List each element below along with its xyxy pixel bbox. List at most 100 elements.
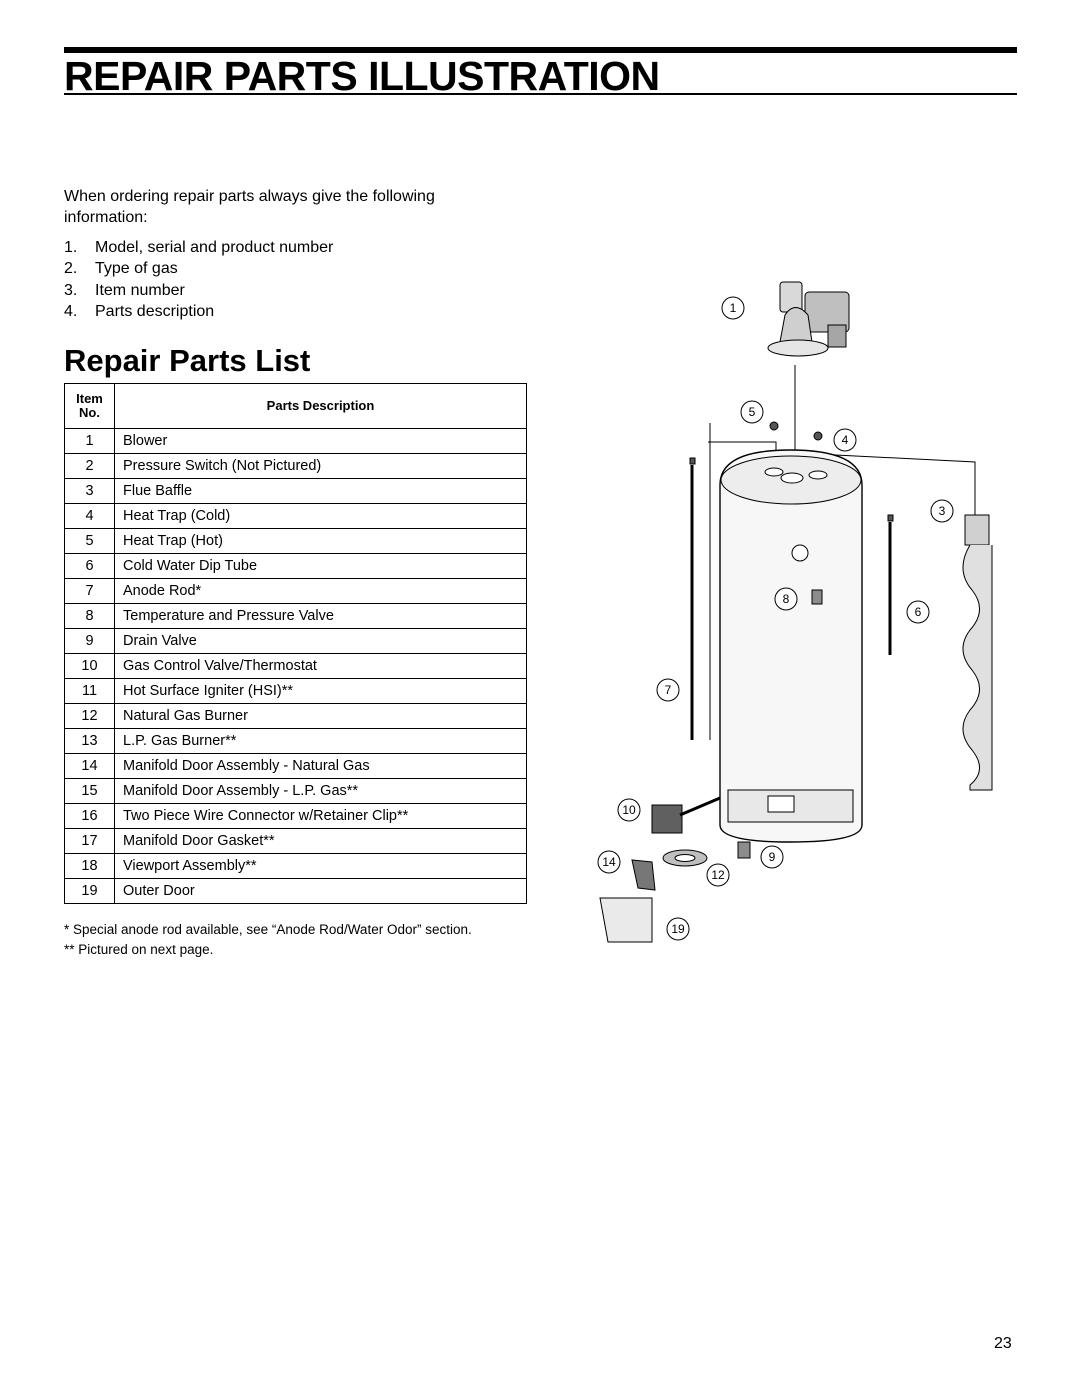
item-no-cell: 1	[64, 428, 115, 454]
callout-19: 19	[666, 917, 690, 941]
heat-trap-hot	[769, 421, 779, 431]
description-cell: Heat Trap (Cold)	[114, 503, 527, 529]
description-cell: Outer Door	[114, 878, 527, 904]
ordering-info-item: 4.Parts description	[64, 302, 215, 320]
description-cell: Blower	[114, 428, 527, 454]
callout-5: 5	[740, 400, 764, 424]
item-no-cell: 19	[64, 878, 115, 904]
callout-3: 3	[930, 499, 954, 523]
tp-valve	[811, 589, 823, 605]
callout-14: 14	[597, 850, 621, 874]
description-cell: Drain Valve	[114, 628, 527, 654]
callout-9: 9	[760, 845, 784, 869]
callout-6: 6	[906, 600, 930, 624]
svg-text:5: 5	[749, 405, 756, 419]
item-no-cell: 7	[64, 578, 115, 604]
item-no-cell: 18	[64, 853, 115, 879]
item-no-cell: 2	[64, 453, 115, 479]
ordering-info-item: 2.Type of gas	[64, 260, 178, 278]
svg-text:4: 4	[842, 433, 849, 447]
item-no-cell: 8	[64, 603, 115, 629]
page-title: REPAIR PARTS ILLUSTRATION	[64, 53, 660, 99]
parts-description-header: Parts Description	[114, 383, 527, 429]
section-title: Repair Parts List	[64, 343, 311, 378]
drain-valve	[737, 841, 751, 859]
description-cell: Viewport Assembly**	[114, 853, 527, 879]
description-cell: Two Piece Wire Connector w/Retainer Clip…	[114, 803, 527, 829]
item-no-cell: 5	[64, 528, 115, 554]
item-no-cell: 13	[64, 728, 115, 754]
callout-4: 4	[833, 428, 857, 452]
callout-10: 10	[617, 798, 641, 822]
footnote-next-page: ** Pictured on next page.	[64, 942, 214, 957]
flue-baffle	[962, 514, 993, 791]
ordering-info-item: 3.Item number	[64, 281, 185, 299]
description-cell: Gas Control Valve/Thermostat	[114, 653, 527, 679]
item-no-cell: 16	[64, 803, 115, 829]
svg-text:8: 8	[783, 592, 790, 606]
description-cell: Natural Gas Burner	[114, 703, 527, 729]
ordering-info-item: 1.Model, serial and product number	[64, 239, 334, 256]
callout-7: 7	[656, 678, 680, 702]
svg-text:9: 9	[769, 850, 776, 864]
item-no-cell: 14	[64, 753, 115, 779]
item-no-cell: 11	[64, 678, 115, 704]
callout-1: 1	[721, 296, 745, 320]
burner-assembly	[631, 849, 708, 891]
description-cell: Manifold Door Assembly - Natural Gas	[114, 753, 527, 779]
description-cell: Anode Rod*	[114, 578, 527, 604]
intro-text: When ordering repair parts always give t…	[64, 188, 435, 226]
footnote-anode-rod: * Special anode rod available, see “Anod…	[64, 922, 472, 937]
tank-illustration	[719, 449, 863, 843]
item-no-cell: 12	[64, 703, 115, 729]
anode-rod	[689, 457, 696, 740]
description-cell: Manifold Door Assembly - L.P. Gas**	[114, 778, 527, 804]
svg-text:1: 1	[730, 301, 737, 315]
description-cell: Pressure Switch (Not Pictured)	[114, 453, 527, 479]
svg-text:14: 14	[602, 855, 616, 869]
callout-12: 12	[706, 863, 730, 887]
page-number: 23	[994, 1335, 1012, 1352]
outer-door	[599, 897, 653, 943]
description-cell: L.P. Gas Burner**	[114, 728, 527, 754]
heat-trap-cold	[813, 431, 823, 441]
description-cell: Temperature and Pressure Valve	[114, 603, 527, 629]
svg-text:7: 7	[665, 683, 672, 697]
description-cell: Flue Baffle	[114, 478, 527, 504]
svg-text:19: 19	[671, 922, 685, 936]
ordering-info-list: 1.Model, serial and product number 2.Typ…	[64, 237, 333, 322]
item-no-cell: 10	[64, 653, 115, 679]
callout-8: 8	[774, 587, 798, 611]
gas-control-valve	[651, 796, 721, 834]
description-cell: Manifold Door Gasket**	[114, 828, 527, 854]
item-no-cell: 6	[64, 553, 115, 579]
description-cell: Hot Surface Igniter (HSI)**	[114, 678, 527, 704]
description-cell: Heat Trap (Hot)	[114, 528, 527, 554]
svg-text:6: 6	[915, 605, 922, 619]
svg-text:10: 10	[622, 803, 636, 817]
item-no-cell: 15	[64, 778, 115, 804]
title-underline	[64, 93, 1017, 95]
item-no-cell: 9	[64, 628, 115, 654]
description-cell: Cold Water Dip Tube	[114, 553, 527, 579]
dip-tube	[887, 514, 894, 655]
